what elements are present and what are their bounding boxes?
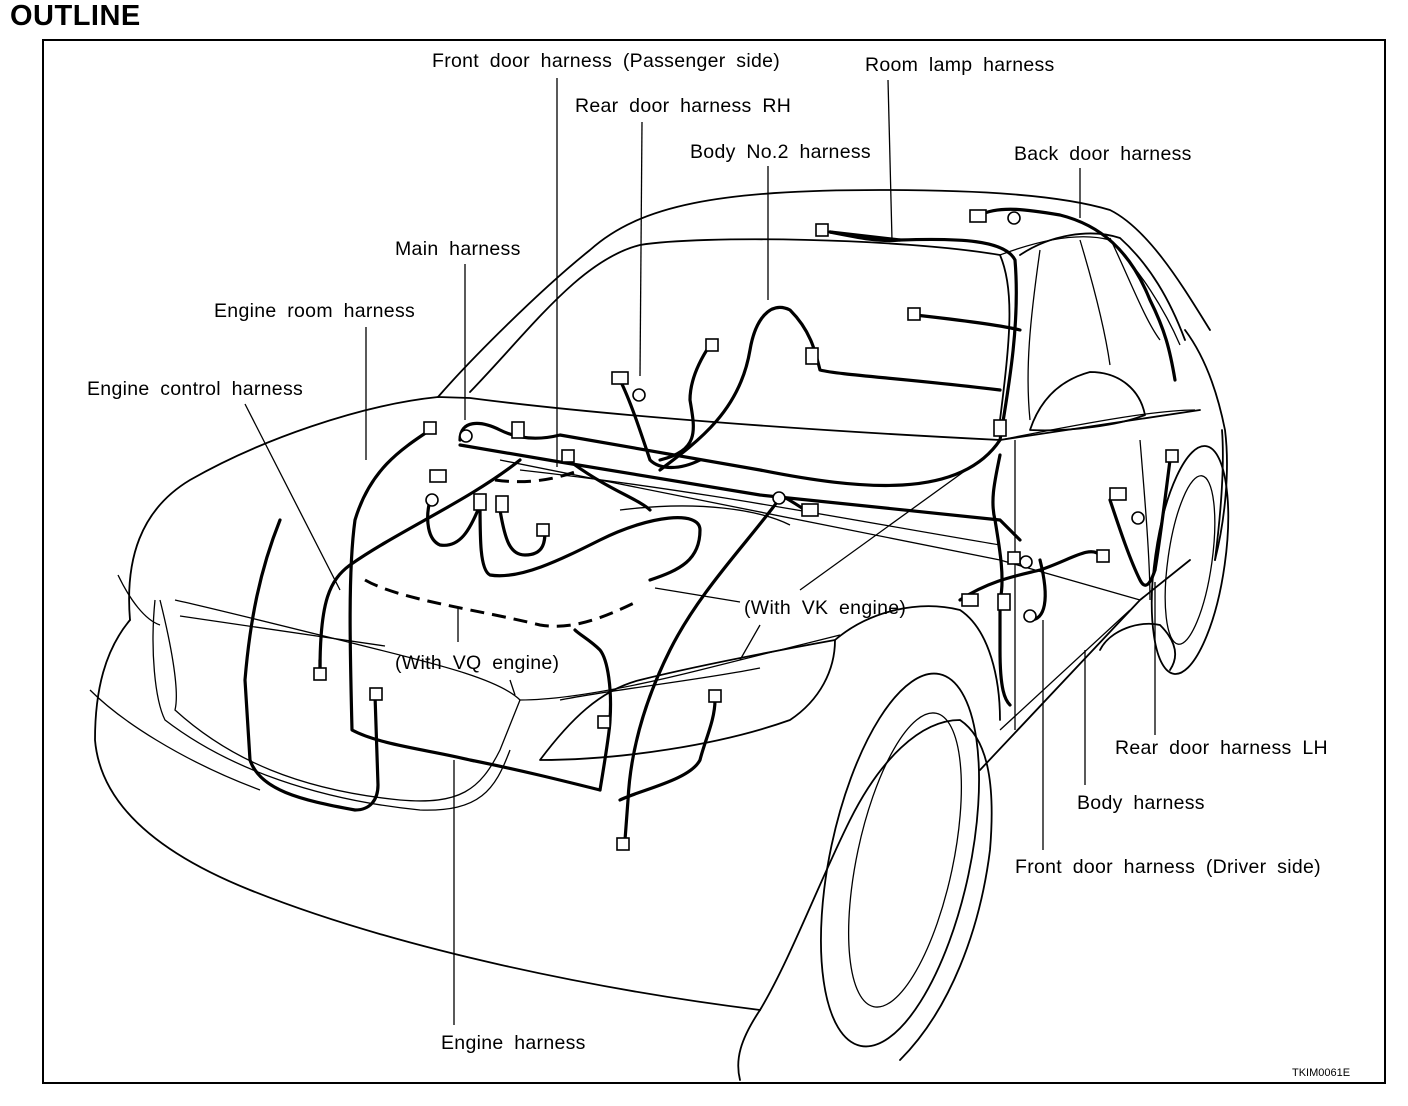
label-rear-door-rh: Rear door harness RH: [575, 95, 791, 117]
connector-headlamp-1: [597, 715, 611, 729]
connector-body-no2: [907, 307, 921, 321]
connector-engine-2: [495, 495, 509, 513]
leader-lines: [179, 78, 1156, 1025]
label-rear-door-lh: Rear door harness LH: [1115, 737, 1328, 759]
label-engine-room: Engine room harness: [214, 300, 415, 322]
connector-rear-door-rh-upper: [705, 338, 719, 352]
connector-rear-door-lh: [1109, 487, 1127, 501]
grommet-main: [459, 429, 473, 443]
connector-back-door: [969, 209, 987, 223]
label-body: Body harness: [1077, 792, 1205, 814]
label-engine-control: Engine control harness: [87, 378, 303, 400]
label-main: Main harness: [395, 238, 521, 260]
grommet-back-door: [1007, 211, 1021, 225]
connector-engine-control-front: [313, 667, 327, 681]
connector-room-lamp: [815, 223, 829, 237]
connector-body-no2-mid: [805, 347, 819, 365]
connector-body-3: [1007, 551, 1021, 565]
figure-code: TKIM0061E: [1292, 1067, 1350, 1079]
labels: Front door harness (Passenger side) Room…: [87, 50, 1350, 1079]
grommet-engine-control: [425, 493, 439, 507]
grommet-front-door-passenger: [772, 491, 786, 505]
diagram-frame: [42, 39, 1386, 1084]
connector-body-1: [961, 593, 979, 607]
connector-front-door-passenger: [801, 503, 819, 517]
grommet-body: [1019, 555, 1033, 569]
label-back-door: Back door harness: [1014, 143, 1192, 165]
connector-engine-control: [429, 469, 447, 483]
connector-engine-3: [536, 523, 550, 537]
page-title: OUTLINE: [10, 0, 141, 32]
connector-headlamp-2: [708, 689, 722, 703]
label-front-door-driver: Front door harness (Driver side): [1015, 856, 1321, 878]
connector-engine-room: [423, 421, 437, 435]
connector-engine-front: [616, 837, 630, 851]
label-engine: Engine harness: [441, 1032, 586, 1054]
label-room-lamp: Room lamp harness: [865, 54, 1055, 76]
grommet-front-door-driver: [1023, 609, 1037, 623]
connector-engine-room-front: [369, 687, 383, 701]
connector-engine-1: [473, 493, 487, 511]
label-with-vq: (With VQ engine): [395, 652, 559, 674]
connector-body-2: [997, 593, 1011, 611]
label-front-door-passenger: Front door harness (Passenger side): [432, 50, 780, 72]
connector-body-4: [1096, 549, 1110, 563]
connector-body-upper: [993, 419, 1007, 437]
label-body-no2: Body No.2 harness: [690, 141, 871, 163]
grommet-rear-door-rh: [632, 388, 646, 402]
connector-rear-door-rh: [611, 371, 629, 385]
connectors: [313, 209, 1179, 851]
connector-rear-door-lh-upper: [1165, 449, 1179, 463]
connector-main-2: [561, 449, 575, 463]
car-body-outline: [89, 189, 1230, 1081]
connector-main-1: [511, 421, 525, 439]
label-with-vk: (With VK engine): [744, 597, 906, 619]
grommet-rear-door-lh: [1131, 511, 1145, 525]
